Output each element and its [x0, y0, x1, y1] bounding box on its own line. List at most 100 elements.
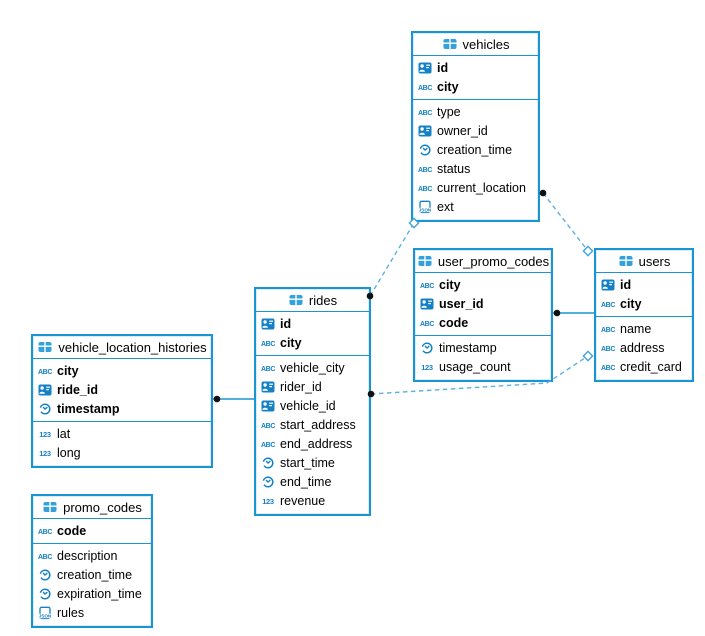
uuid-type-icon — [419, 297, 435, 311]
text-type-icon: ABC — [419, 316, 435, 330]
column-row[interactable]: ride_id — [33, 380, 211, 399]
table-header[interactable]: rides — [256, 289, 369, 312]
column-name: credit_card — [620, 359, 682, 374]
timestamp-type-icon — [37, 568, 53, 582]
column-name: city — [620, 296, 642, 311]
relation-user_promo_codes-users[interactable] — [553, 309, 594, 317]
column-row[interactable]: timestamp — [415, 338, 551, 357]
column-name: lat — [57, 426, 71, 441]
column-row[interactable]: timestamp — [33, 399, 211, 418]
column-name: vehicle_id — [280, 398, 336, 413]
table-header[interactable]: user_promo_codes — [415, 250, 551, 273]
column-name: owner_id — [437, 123, 488, 138]
column-row[interactable]: 123 lat — [33, 424, 211, 443]
column-row[interactable]: id — [256, 314, 369, 333]
column-row[interactable]: ABC end_address — [256, 434, 369, 453]
text-type-icon: ABC — [260, 336, 276, 350]
text-type-icon: ABC — [600, 297, 616, 311]
column-name: creation_time — [437, 142, 513, 157]
relation-vehicles-users[interactable] — [539, 189, 594, 257]
svg-text:ABC: ABC — [261, 442, 275, 449]
column-row[interactable]: ABC name — [596, 319, 692, 338]
uuid-type-icon — [600, 278, 616, 292]
svg-text:ABC: ABC — [420, 321, 434, 328]
table-header[interactable]: vehicle_location_histories — [33, 336, 211, 359]
uuid-type-icon — [260, 399, 276, 413]
timestamp-type-icon — [37, 402, 53, 416]
table-header[interactable]: promo_codes — [33, 496, 151, 519]
text-type-icon: ABC — [600, 322, 616, 336]
column-name: status — [437, 161, 471, 176]
column-row[interactable]: expiration_time — [33, 584, 151, 603]
column-name: usage_count — [439, 359, 511, 374]
column-row[interactable]: rider_id — [256, 377, 369, 396]
svg-text:ABC: ABC — [418, 167, 432, 174]
column-row[interactable]: ABC code — [415, 313, 551, 332]
column-row[interactable]: id — [413, 58, 538, 77]
timestamp-type-icon — [260, 456, 276, 470]
column-row[interactable]: ABC status — [413, 159, 538, 178]
column-row[interactable]: owner_id — [413, 121, 538, 140]
uuid-type-icon — [260, 317, 276, 331]
relation-line[interactable] — [369, 222, 415, 297]
relation-rides-vehicles[interactable] — [366, 217, 420, 300]
column-row[interactable]: creation_time — [33, 565, 151, 584]
relation-line[interactable] — [370, 355, 589, 395]
relation-line[interactable] — [542, 192, 589, 252]
text-type-icon: ABC — [37, 364, 53, 378]
column-name: code — [439, 315, 469, 330]
timestamp-type-icon — [260, 475, 276, 489]
column-name: creation_time — [57, 567, 133, 582]
column-row[interactable]: ABC city — [596, 294, 692, 313]
column-row[interactable]: creation_time — [413, 140, 538, 159]
table-icon — [618, 254, 634, 268]
column-name: code — [57, 523, 87, 538]
uuid-type-icon — [260, 380, 276, 394]
svg-text:JSON: JSON — [39, 613, 52, 618]
table-header[interactable]: users — [596, 250, 692, 273]
column-name: ext — [437, 199, 454, 214]
column-name: end_address — [280, 436, 353, 451]
relation-vehicle_location_histories-rides[interactable] — [213, 395, 254, 403]
number-type-icon: 123 — [37, 427, 53, 441]
svg-text:ABC: ABC — [38, 369, 52, 376]
column-row[interactable]: start_time — [256, 453, 369, 472]
column-row[interactable]: end_time — [256, 472, 369, 491]
svg-text:ABC: ABC — [261, 366, 275, 373]
table-header[interactable]: vehicles — [413, 33, 538, 56]
table-icon — [288, 293, 304, 307]
column-row[interactable]: user_id — [415, 294, 551, 313]
svg-text:ABC: ABC — [418, 110, 432, 117]
column-name: name — [620, 321, 652, 336]
column-row[interactable]: vehicle_id — [256, 396, 369, 415]
column-row[interactable]: id — [596, 275, 692, 294]
text-type-icon: ABC — [417, 181, 433, 195]
